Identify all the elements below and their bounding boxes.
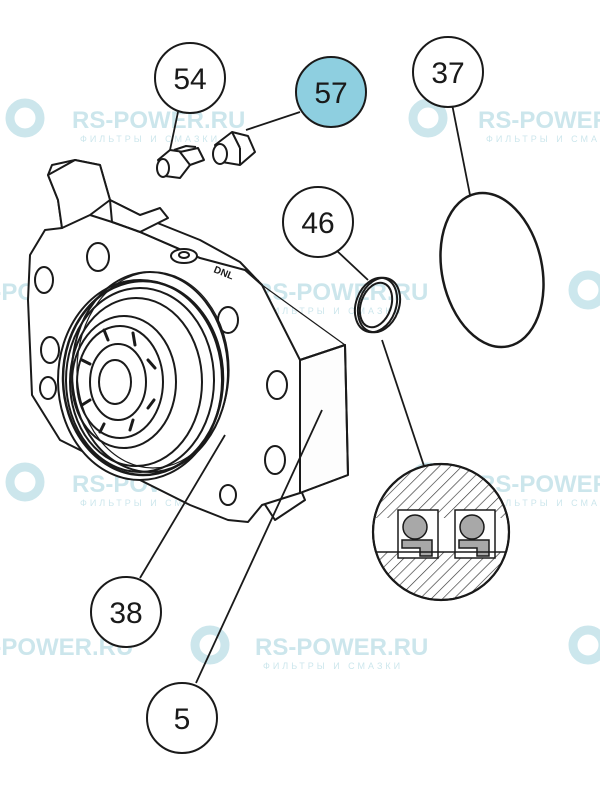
- callout-layer: 54 57 37 46 38 5: [90, 36, 484, 754]
- callout-57: 57: [295, 56, 367, 128]
- watermark-brand: RS-POWER.RU: [72, 107, 245, 134]
- watermark-brand: RS-POWER.RU: [255, 634, 428, 661]
- callout-46-label: 46: [301, 207, 334, 240]
- watermark-tagline: ФИЛЬТРЫ И СМАЗКИ: [486, 498, 600, 508]
- watermark-tagline: ФИЛЬТРЫ И СМАЗКИ: [263, 661, 403, 671]
- watermark-brand: RS-POWER.RU: [478, 107, 600, 134]
- callout-38-label: 38: [109, 597, 142, 630]
- callout-46: 46: [282, 186, 354, 258]
- pump-housing: DNL: [27, 159, 349, 523]
- fitting-57: [212, 131, 256, 166]
- callout-54-label: 54: [173, 63, 206, 96]
- fitting-54: [156, 145, 205, 179]
- o-ring-37: [439, 191, 545, 349]
- callout-37-label: 37: [431, 57, 464, 90]
- callout-57-label: 57: [314, 77, 347, 110]
- seal-ring-46: [353, 276, 402, 334]
- callout-38: 38: [90, 576, 162, 648]
- callout-37: 37: [412, 36, 484, 108]
- watermark-tagline: ФИЛЬТРЫ И СМАЗКИ: [486, 134, 600, 144]
- watermark-brand: RS-POWER.RU: [255, 279, 428, 306]
- watermark-tagline: ФИЛЬТРЫ И СМАЗКИ: [263, 306, 403, 316]
- watermark-tagline: ФИЛЬТРЫ И СМАЗКИ: [80, 134, 220, 144]
- leader-lines: [139, 103, 471, 684]
- callout-5-label: 5: [174, 703, 191, 736]
- watermark-tagline: ФИЛЬТРЫ И СМАЗКИ: [80, 498, 220, 508]
- callout-54: 54: [154, 42, 226, 114]
- callout-5: 5: [146, 682, 218, 754]
